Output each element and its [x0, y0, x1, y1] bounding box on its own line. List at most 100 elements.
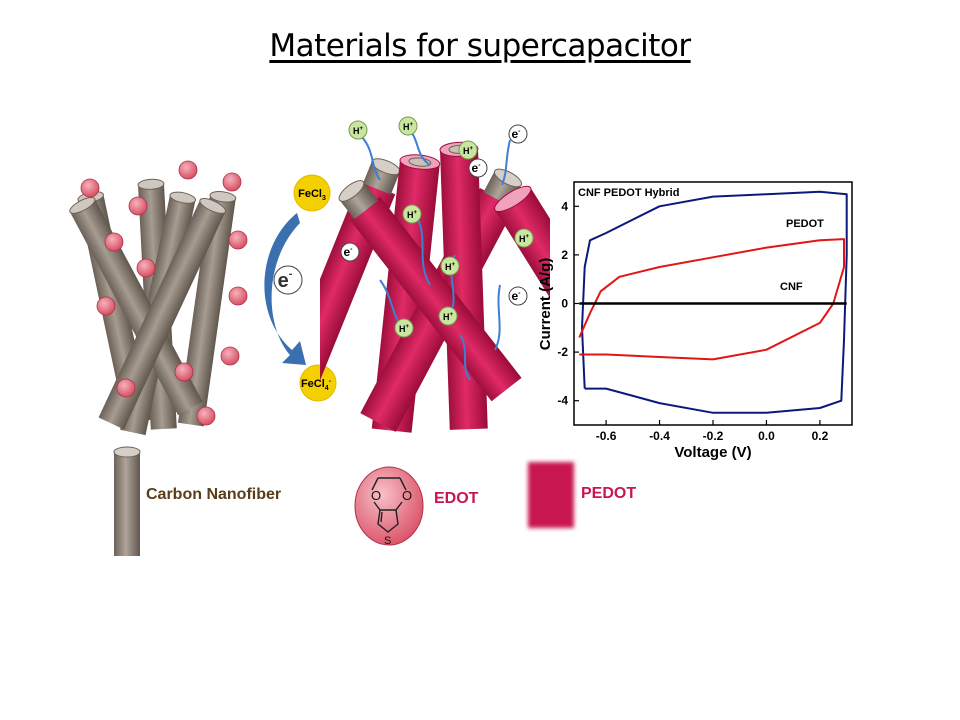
fecl4-label: FeCl: [301, 378, 325, 390]
electron-bubble: e-: [340, 242, 360, 262]
proton-bubble: H+: [440, 256, 460, 276]
pedot-rod: [350, 196, 522, 402]
edot-legend-label: EDOT: [434, 490, 479, 507]
edot-molecule: [228, 286, 248, 306]
svg-text:e-: e-: [511, 289, 521, 303]
svg-text:e-: e-: [471, 161, 481, 175]
edot-molecule: [116, 378, 136, 398]
ion-arrow: [501, 139, 511, 186]
fecl3-bubble: [293, 174, 331, 212]
y-tick-label: 4: [561, 199, 568, 213]
edot-oxygen-right: O: [402, 488, 412, 503]
y-tick-label: -2: [557, 345, 568, 359]
pedot-rod: [495, 187, 550, 414]
pedot-rods: [320, 141, 550, 433]
edot-molecule: [220, 346, 240, 366]
ion-arrow: [494, 284, 501, 351]
svg-text:FeCl3: FeCl3: [298, 188, 326, 202]
proton-bubble: H+: [438, 306, 458, 326]
edot-molecule: [104, 232, 124, 252]
edot-molecule: [96, 296, 116, 316]
slide-title: Materials for supercapacitor: [269, 28, 691, 64]
x-axis: -0.6 -0.4 -0.2 0.0 0.2: [596, 420, 829, 443]
electron-bubbles: e- e- e- e-: [340, 124, 528, 306]
edot-molecule: [178, 160, 198, 180]
edot-molecule: [136, 258, 156, 278]
ion-arrow: [459, 334, 471, 381]
oxidation-arrow-diagram: FeCl3 e- FeCl4-: [264, 174, 337, 402]
svg-text:H+: H+: [403, 122, 414, 132]
electron-bubble: e-: [508, 124, 528, 144]
x-axis-label: Voltage (V): [674, 444, 751, 461]
series-label-pedot: PEDOT: [786, 218, 824, 230]
pedot-legend-swatch: [528, 462, 574, 528]
edot-oxygen-left: O: [371, 488, 381, 503]
oxidation-arrow: [264, 213, 306, 365]
cnf-rod: [70, 198, 203, 416]
fecl3-label: FeCl: [298, 188, 322, 200]
cv-chart: -0.6 -0.4 -0.2 0.0 0.2 -4 -2 0 2 4 Voltage (V) C…: [537, 181, 853, 461]
ion-arrow: [414, 214, 431, 286]
cnf-legend-label: Carbon Nanofiber: [146, 486, 282, 503]
fecl3-subscript: 3: [322, 195, 326, 202]
electron-bubble: [273, 265, 303, 295]
fecl4-bubble: [299, 364, 337, 402]
svg-text:H+: H+: [463, 146, 474, 156]
electron-superscript: -: [289, 268, 293, 280]
proton-bubble: H+: [514, 228, 534, 248]
proton-bubble: H+: [402, 204, 422, 224]
svg-text:e-: e-: [511, 127, 521, 141]
svg-text:e-: e-: [278, 268, 293, 292]
pedot-rod: [320, 180, 396, 427]
edot-molecule: [80, 178, 100, 198]
edot-molecule: [128, 196, 148, 216]
electron-label: e: [278, 270, 289, 292]
edot-legend-icon: O O S: [354, 466, 424, 547]
y-tick-label: 2: [561, 248, 568, 262]
electron-bubble: e-: [468, 158, 488, 178]
proton-bubbles: H+ H+ H+ H+ H+ H+ H+ H+: [348, 116, 534, 338]
svg-text:H+: H+: [353, 126, 364, 136]
ion-arrow: [359, 134, 381, 181]
cnf-rods: [69, 178, 237, 436]
edot-molecule: [228, 230, 248, 250]
series-line-1: [578, 238, 845, 361]
x-tick-label: 0.0: [758, 429, 775, 443]
svg-text:H+: H+: [407, 210, 418, 220]
series-layer: [578, 190, 848, 414]
svg-text:FeCl4-: FeCl4-: [301, 378, 332, 392]
cnf-rod: [98, 200, 226, 430]
svg-text:H+: H+: [399, 324, 410, 334]
x-tick-label: -0.4: [649, 429, 670, 443]
pedot-coated-cnf-illustration: H+ H+ H+ H+ H+ H+ H+ H+ e- e- e- e-: [320, 116, 550, 433]
proton-bubble: H+: [458, 140, 478, 160]
series-line-0: [581, 190, 848, 414]
proton-bubble: H+: [394, 318, 414, 338]
edot-molecule: [222, 172, 242, 192]
svg-text:H+: H+: [443, 312, 454, 322]
edot-sulfur: S: [384, 535, 391, 547]
series-label-cnf: CNF: [780, 281, 803, 293]
electron-bubble: e-: [508, 286, 528, 306]
svg-text:H+: H+: [445, 262, 456, 272]
svg-text:e-: e-: [343, 245, 353, 259]
fecl4-superscript: -: [329, 378, 332, 385]
x-tick-label: -0.6: [596, 429, 617, 443]
y-tick-label: 0: [561, 297, 568, 311]
x-tick-label: -0.2: [703, 429, 724, 443]
edot-molecule: [174, 362, 194, 382]
cnf-legend-icon: [113, 446, 141, 556]
y-axis-label: Current (A/g): [537, 258, 554, 351]
proton-bubble: H+: [398, 116, 418, 136]
edot-molecules: [80, 160, 248, 426]
pedot-legend-label: PEDOT: [581, 485, 637, 502]
edot-molecule: [196, 406, 216, 426]
x-tick-label: 0.2: [812, 429, 829, 443]
y-tick-label: -4: [557, 394, 568, 408]
series-label-hybrid: CNF PEDOT Hybrid: [578, 187, 679, 199]
proton-bubble: H+: [348, 120, 368, 140]
svg-text:H+: H+: [519, 234, 530, 244]
fecl4-subscript: 4: [325, 385, 329, 392]
y-axis: -4 -2 0 2 4: [557, 199, 579, 408]
cnf-edot-illustration: [69, 160, 248, 436]
